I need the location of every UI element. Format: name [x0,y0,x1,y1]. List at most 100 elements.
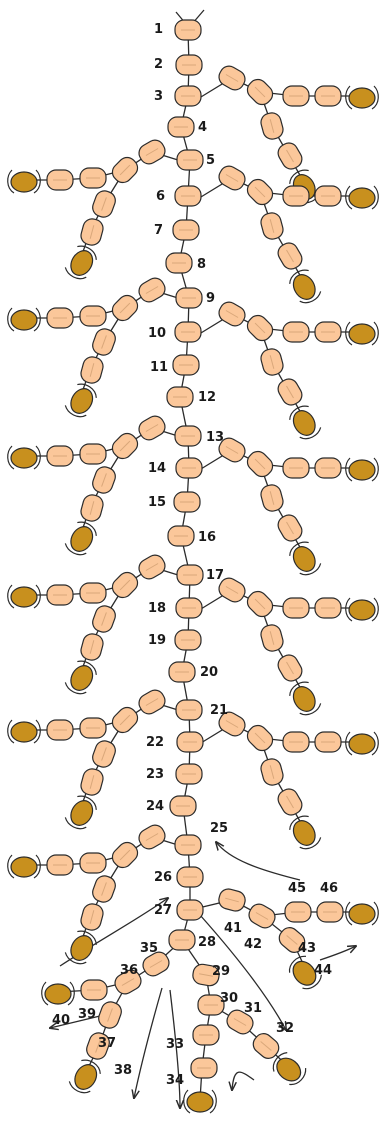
bead [315,458,341,478]
bead [259,757,285,787]
bead [259,347,285,377]
bead-label: 45 [288,881,306,896]
bead [177,732,203,752]
end-bead [346,186,379,209]
thread-line [262,912,362,916]
end-bead [346,732,379,755]
bead [315,598,341,618]
bead [47,720,73,740]
bead [275,786,305,819]
bead [170,796,196,816]
bead-label: 14 [148,461,166,476]
bead-label: 5 [206,153,215,168]
bead [244,312,277,345]
bead [259,111,285,141]
bead-label: 22 [146,735,164,750]
bead [47,170,73,190]
bead [283,86,309,106]
bead [79,493,105,523]
end-bead [8,446,41,469]
bead [175,20,201,40]
bead [177,565,203,585]
bead-label: 15 [148,495,166,510]
bead [283,322,309,342]
bead-label: 26 [154,870,172,885]
bead [315,322,341,342]
end-bead [63,519,99,559]
bead [259,211,285,241]
path-arrow [232,1072,254,1090]
bead [176,55,202,75]
bead [283,458,309,478]
bead [175,630,201,650]
end-bead [287,267,323,307]
bead [283,598,309,618]
bead-label: 4 [198,120,207,135]
bead [79,632,105,662]
bead [47,855,73,875]
end-bead [184,1090,217,1113]
bead [136,413,169,443]
bead [136,687,169,717]
end-bead [63,928,99,968]
bead-label: 12 [198,390,216,405]
bead [136,137,169,167]
end-bead [346,902,379,925]
bead [169,662,195,682]
bead [283,186,309,206]
bead-label: 9 [206,291,215,306]
bead-label: 42 [244,937,262,952]
bead [168,526,194,546]
bead [275,376,305,409]
bead [109,839,142,872]
bead [169,930,195,950]
bead [259,623,285,653]
bead-label: 27 [154,903,172,918]
bead-label: 43 [298,941,316,956]
bead-label: 32 [276,1021,294,1036]
bead [275,140,305,173]
bead-label: 39 [78,1007,96,1022]
bead-label: 7 [154,223,163,238]
bead-label: 23 [146,767,164,782]
bead [136,552,169,582]
bead [175,86,201,106]
bead [176,598,202,618]
bead [176,700,202,720]
bead [173,355,199,375]
end-bead [8,855,41,878]
end-bead [63,793,99,833]
bead [244,588,277,621]
bead [173,220,199,240]
bead [109,704,142,737]
bead-label: 38 [114,1063,132,1078]
end-bead [67,1057,103,1097]
bead-label: 31 [244,1001,262,1016]
bead [80,718,106,738]
bead [174,492,200,512]
bead [167,387,193,407]
bead-label: 18 [148,601,166,616]
bead [109,430,142,463]
bead-label: 8 [197,257,206,272]
end-bead [346,86,379,109]
bead [109,154,142,187]
bead [90,873,118,904]
bead [176,458,202,478]
end-bead [63,381,99,421]
bead [96,999,124,1030]
bead [175,186,201,206]
bead [136,275,169,305]
bead-label: 44 [314,963,332,978]
bead [90,188,118,219]
bead [90,326,118,357]
bead-label: 3 [154,89,163,104]
bead-label: 30 [220,991,238,1006]
bead [80,583,106,603]
bead [275,652,305,685]
end-bead [287,539,323,579]
bead [90,464,118,495]
bead [246,901,279,931]
bead [193,1025,219,1045]
